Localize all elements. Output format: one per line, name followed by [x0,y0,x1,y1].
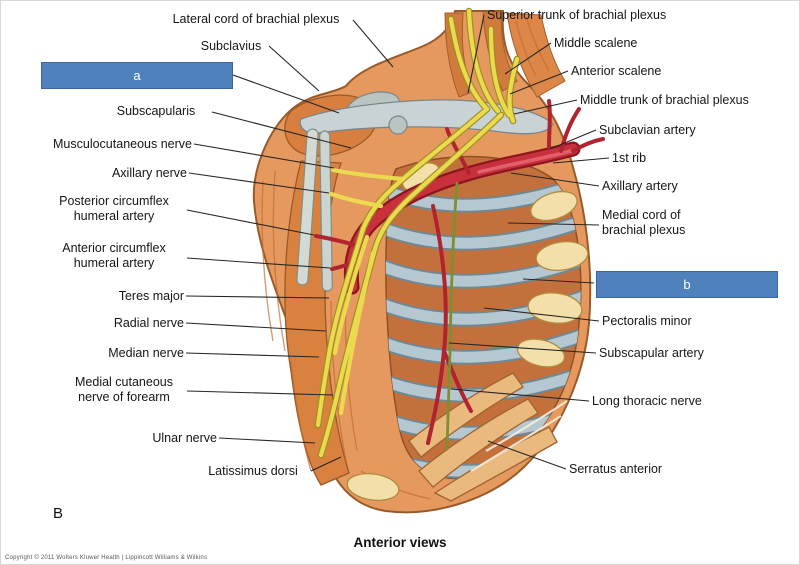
leader-line [193,143,335,169]
leader-line [186,257,331,269]
leader-line [552,157,610,164]
label-ulnar-nerve: Ulnar nerve [152,431,217,445]
label-medial-cutaneous-nerve-of-forearm: Medial cutaneous nerve of forearm [75,375,173,404]
label-long-thoracic-nerve: Long thoracic nerve [592,394,702,408]
label-serratus-anterior: Serratus anterior [569,462,663,476]
label-subclavius: Subclavius [200,39,262,53]
leader-line [487,440,567,470]
leader-line [549,129,597,150]
answer-box-a-label: a [133,68,141,83]
bones [296,91,554,292]
leader-line [513,99,578,115]
leader-line [188,172,330,194]
leader-line [522,278,595,284]
leader-line [448,342,597,354]
leader-line [509,70,569,95]
label-pectoralis-minor: Pectoralis minor [602,314,692,328]
label-axillary-nerve: Axillary nerve [111,166,187,180]
label-middle-scalene: Middle scalene [554,36,638,50]
serratus-anterior-slips [408,372,568,502]
label-middle-trunk-of-brachial-plexus: Middle trunk of brachial plexus [580,93,749,107]
leader-line [186,209,315,236]
label-musculocutaneous-nerve: Musculocutaneous nerve [53,137,192,151]
leader-line [268,45,320,92]
leader-line [185,322,327,332]
leader-line [211,111,352,149]
label-posterior-circumflex-humeral-artery: Posterior circumflex humeral artery [59,194,169,223]
label-median-nerve: Median nerve [108,346,184,360]
leader-line [510,172,600,187]
leader-line [185,295,330,299]
leader-line [504,42,552,75]
answer-box-b[interactable]: b [596,271,778,298]
label-radial-nerve: Radial nerve [113,316,184,330]
figure-caption: Anterior views [353,535,447,550]
copyright-text: Copyright © 2011 Wolters Kluwer Health |… [5,555,208,561]
leader-line [186,390,334,396]
cut-muscle-stumps [346,162,589,502]
panel-letter: B [53,505,64,522]
label-anterior-circumflex-humeral-artery: Anterior circumflex humeral artery [62,241,166,270]
label-latissimus-dorsi: Latissimus dorsi [208,464,298,478]
label-anterior-scalene: Anterior scalene [571,64,662,78]
leader-line [218,437,316,444]
label-1st-rib: 1st rib [612,151,647,165]
label-subscapularis: Subscapularis [116,104,196,118]
label-axillary-artery: Axillary artery [602,179,678,193]
leader-line [352,19,394,68]
answer-box-b-label: b [683,277,691,292]
leader-line [310,456,342,472]
leader-line [450,388,590,402]
label-medial-cord-of-brachial-plexus: Medial cord of brachial plexus [602,208,686,237]
label-lateral-cord-of-brachial-plexus: Lateral cord of brachial plexus [172,12,340,26]
leader-line [507,222,600,226]
leader-line [467,14,485,94]
leader-line [483,307,600,322]
label-subclavian-artery: Subclavian artery [599,123,696,137]
leader-line [232,74,340,114]
answer-box-a[interactable]: a [41,62,233,89]
leader-line [185,352,320,358]
label-subscapular-artery: Subscapular artery [599,346,704,360]
label-superior-trunk-of-brachial-plexus: Superior trunk of brachial plexus [487,8,667,22]
label-teres-major: Teres major [118,289,184,303]
